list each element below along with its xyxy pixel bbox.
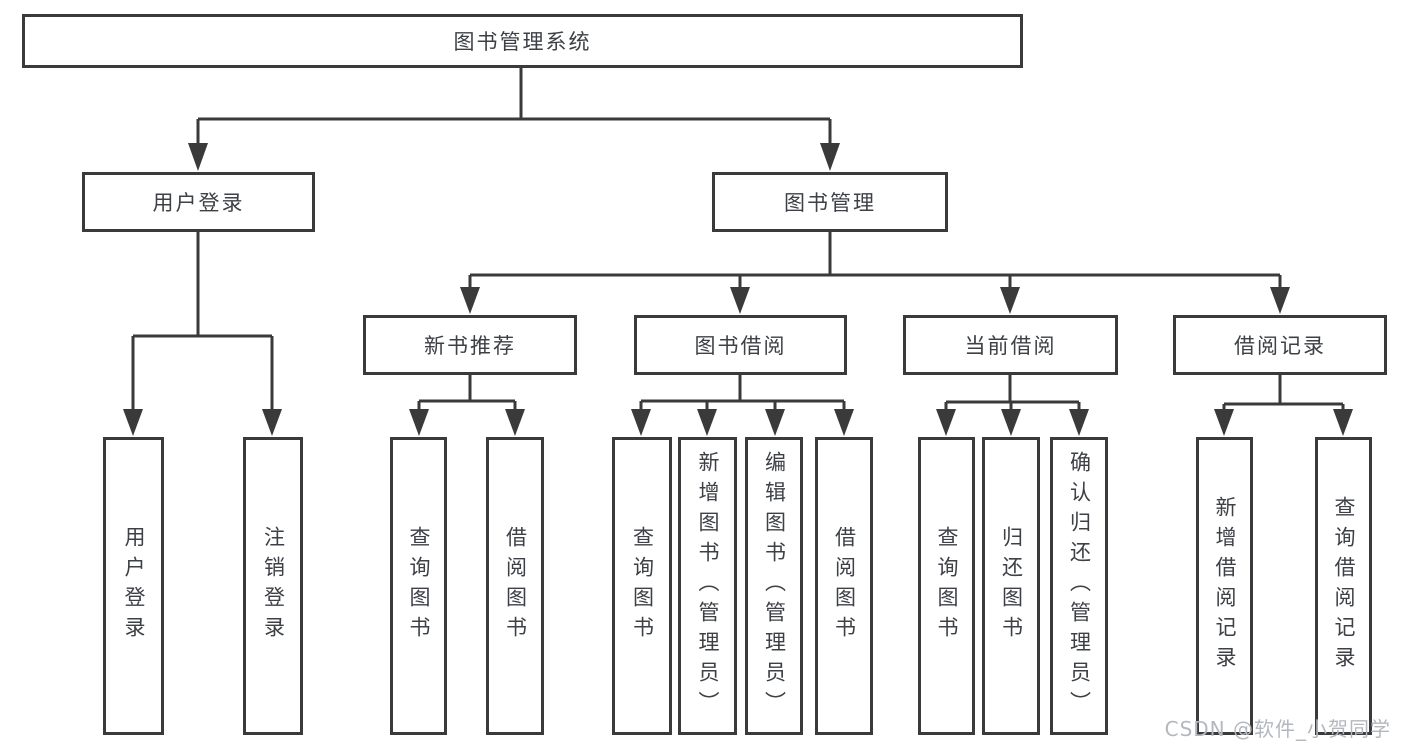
leaf-label: 查询图书: [630, 526, 655, 646]
node-borrowing-records: 借阅记录: [1173, 315, 1387, 375]
leaf-label: 用户登录: [122, 526, 146, 646]
leaf-label: 借阅图书: [503, 526, 528, 646]
leaf-add-book-admin: 新增图书（管理员）: [678, 437, 737, 735]
leaf-label: 编辑图书（管理员）: [762, 451, 787, 721]
leaf-query-borrow-record: 查询借阅记录: [1315, 437, 1372, 735]
leaf-borrow-books-recommend: 借阅图书: [486, 437, 544, 735]
leaf-query-books-borrowing: 查询图书: [612, 437, 672, 735]
leaf-query-books-current: 查询图书: [918, 437, 975, 735]
leaf-label: 新增图书（管理员）: [696, 451, 720, 721]
leaf-return-books: 归还图书: [982, 437, 1040, 735]
node-new-book-recommend: 新书推荐: [363, 315, 577, 375]
leaf-label: 查询借阅记录: [1332, 496, 1356, 676]
watermark: CSDN @软件_小贺同学: [1164, 717, 1391, 741]
leaf-label: 注销登录: [261, 526, 286, 646]
leaf-logout: 注销登录: [243, 437, 303, 735]
node-user-login: 用户登录: [82, 172, 315, 232]
leaf-confirm-return-admin: 确认归还（管理员）: [1050, 437, 1108, 735]
node-book-borrowing: 图书借阅: [634, 315, 847, 375]
leaf-user-login: 用户登录: [103, 437, 164, 735]
leaf-label: 确认归还（管理员）: [1067, 451, 1092, 721]
leaf-borrow-books-borrowing: 借阅图书: [815, 437, 873, 735]
node-root: 图书管理系统: [22, 14, 1023, 68]
leaf-query-books-recommend: 查询图书: [390, 437, 447, 735]
leaf-label: 新增借阅记录: [1213, 496, 1237, 676]
leaf-label: 查询图书: [407, 526, 431, 646]
node-current-borrowing: 当前借阅: [903, 315, 1118, 375]
leaf-label: 查询图书: [935, 526, 959, 646]
leaf-label: 借阅图书: [832, 526, 857, 646]
node-book-management: 图书管理: [712, 172, 948, 232]
leaf-add-borrow-record: 新增借阅记录: [1196, 437, 1253, 735]
leaf-label: 归还图书: [999, 526, 1024, 646]
leaf-edit-book-admin: 编辑图书（管理员）: [745, 437, 803, 735]
